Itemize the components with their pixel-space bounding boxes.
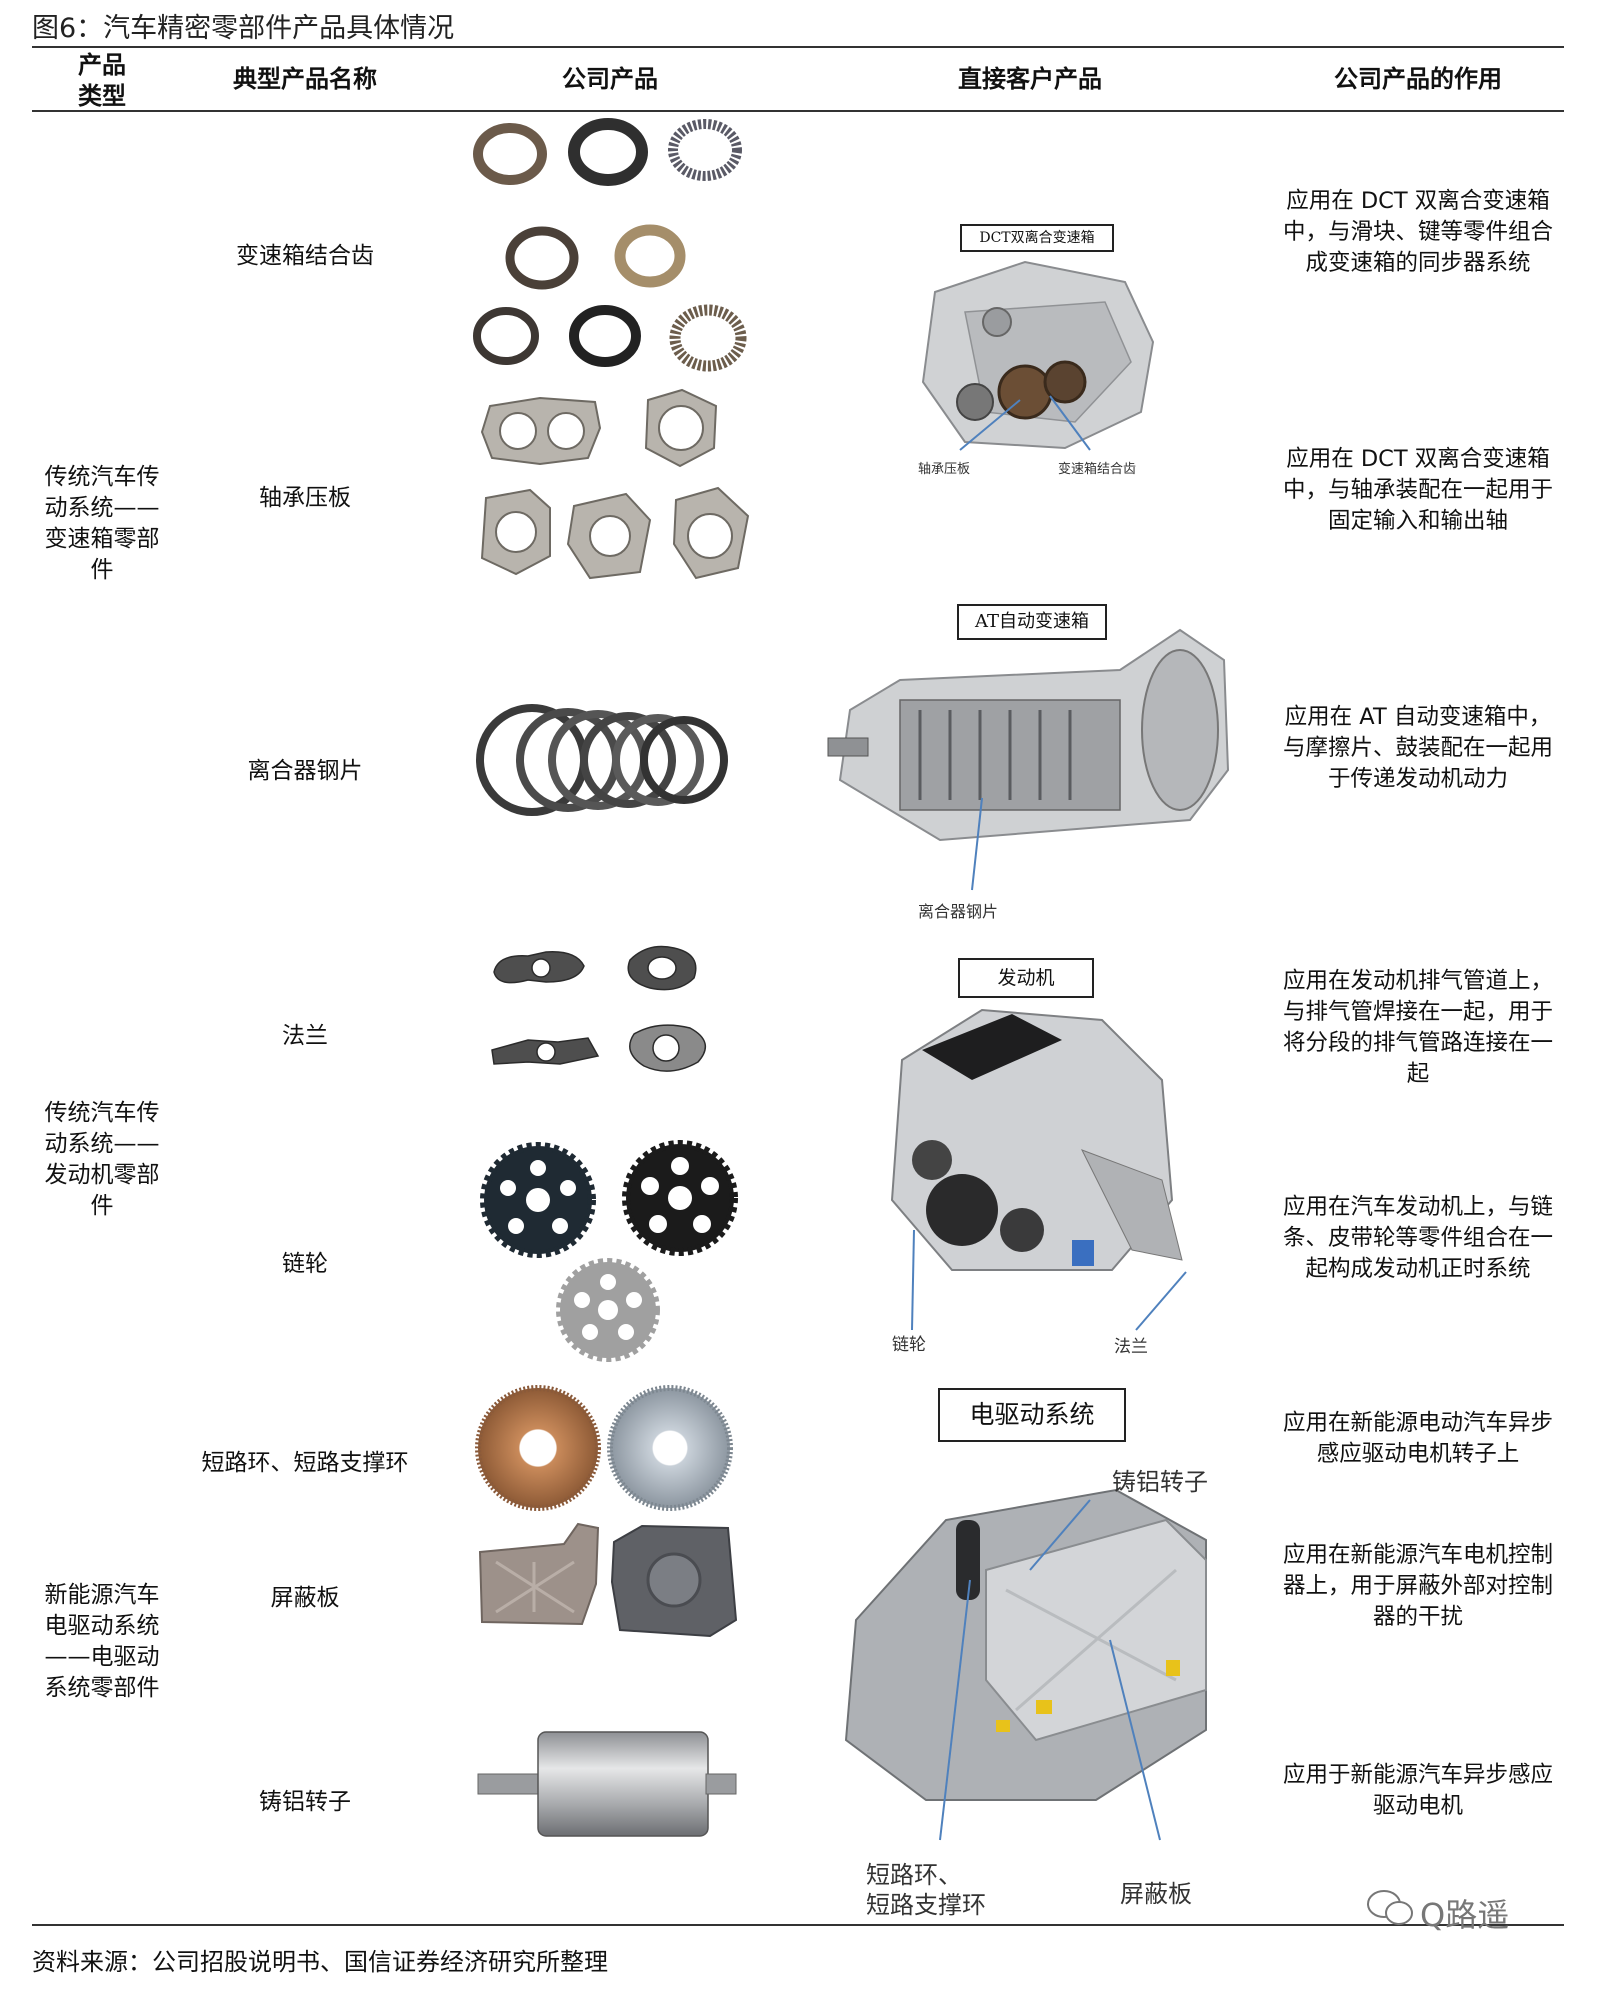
bearing-plate-images: [480, 388, 750, 580]
edrive-callout-short-ring: 短路环、 短路支撑环: [866, 1861, 986, 1919]
engine-callout-sprocket: 链轮: [892, 1335, 926, 1355]
at-callout-arrow: [971, 797, 983, 891]
role-clutch-plate: 应用在 AT 自动变速箱中，与摩擦片、鼓装配在一起用于传递发动机动力: [1282, 704, 1553, 792]
engine-callout-arrows: [911, 1229, 1187, 1331]
category-transmission: 传统汽车传动系统——变速箱零部件: [44, 464, 160, 583]
edrive-callout-shield-plate: 屏蔽板: [1120, 1880, 1192, 1908]
dct-gearbox-image: [921, 260, 1155, 450]
figure-title: 图6：汽车精密零部件产品具体情况: [32, 13, 455, 44]
product-name-sync-ring: 变速箱结合齿: [236, 243, 374, 269]
header-product-type: 产品类型: [78, 51, 126, 110]
header-customer-product: 直接客户产品: [958, 65, 1102, 93]
dct-callout-sync-ring: 变速箱结合齿: [1058, 462, 1137, 477]
header-typical-product: 典型产品名称: [233, 65, 377, 93]
product-name-short-ring: 短路环、短路支撑环: [201, 1450, 409, 1476]
sprocket-images: [480, 1140, 738, 1362]
watermark-text: Q路遥: [1420, 1896, 1510, 1934]
category-engine: 传统汽车传动系统——发动机零部件: [44, 1100, 160, 1219]
role-bearing-plate: 应用在 DCT 双离合变速箱中，与轴承装配在一起用于固定输入和输出轴: [1282, 446, 1553, 534]
role-sprocket: 应用在汽车发动机上，与链条、皮带轮等零件组合在一起构成发动机正时系统: [1282, 1194, 1553, 1282]
engine-image: [890, 1008, 1183, 1271]
product-name-sprocket: 链轮: [282, 1251, 328, 1277]
role-short-ring: 应用在新能源电动汽车异步感应驱动电机转子上: [1282, 1410, 1553, 1467]
role-shield-plate: 应用在新能源汽车电机控制器上，用于屏蔽外部对控制器的干扰: [1282, 1542, 1553, 1630]
at-callout-clutch-plate: 离合器钢片: [918, 902, 999, 921]
source-note: 资料来源：公司招股说明书、国信证券经济研究所整理: [32, 1948, 608, 1976]
shield-plate-images: [478, 1522, 738, 1638]
role-flange: 应用在发动机排气管道上，与排气管焊接在一起，用于将分段的排气管路连接在一起: [1282, 968, 1553, 1087]
header-rule: [32, 110, 1564, 112]
bottom-rule: [32, 1924, 1564, 1926]
edrive-image: [844, 1488, 1207, 1801]
engine-box-label: 发动机: [958, 958, 1094, 998]
edrive-callout-rotor: 铸铝转子: [1112, 1468, 1208, 1496]
rotor-image: [477, 1731, 737, 1837]
product-name-rotor: 铸铝转子: [259, 1789, 351, 1815]
product-name-shield-plate: 屏蔽板: [270, 1585, 340, 1611]
product-name-bearing-plate: 轴承压板: [259, 485, 351, 511]
at-box-label: AT自动变速箱: [957, 604, 1107, 640]
title-rule: [32, 46, 1564, 48]
product-name-flange: 法兰: [282, 1023, 328, 1049]
sync-ring-images: [473, 118, 747, 372]
wechat-icon: [1367, 1890, 1413, 1925]
edrive-box-label: 电驱动系统: [938, 1388, 1126, 1442]
short-ring-images: [475, 1385, 733, 1511]
edrive-callout-arrows: [939, 1499, 1161, 1841]
category-edrive: 新能源汽车电驱动系统——电驱动系统零部件: [44, 1582, 160, 1701]
clutch-plate-images: [476, 704, 728, 816]
engine-callout-flange: 法兰: [1114, 1337, 1148, 1357]
flange-images: [491, 945, 707, 1072]
dct-callout-bearing-plate: 轴承压板: [918, 462, 971, 477]
dct-callout-arrows: [959, 395, 1091, 451]
dct-box-label: DCT双离合变速箱: [960, 224, 1114, 252]
at-gearbox-image: [827, 628, 1230, 842]
header-company-product: 公司产品: [562, 65, 658, 93]
product-name-clutch-plate: 离合器钢片: [247, 758, 363, 784]
role-sync-ring: 应用在 DCT 双离合变速箱中，与滑块、键等零件组合成变速箱的同步器系统: [1282, 188, 1553, 276]
header-product-role: 公司产品的作用: [1334, 65, 1502, 93]
role-rotor: 应用于新能源汽车异步感应驱动电机: [1282, 1762, 1553, 1819]
